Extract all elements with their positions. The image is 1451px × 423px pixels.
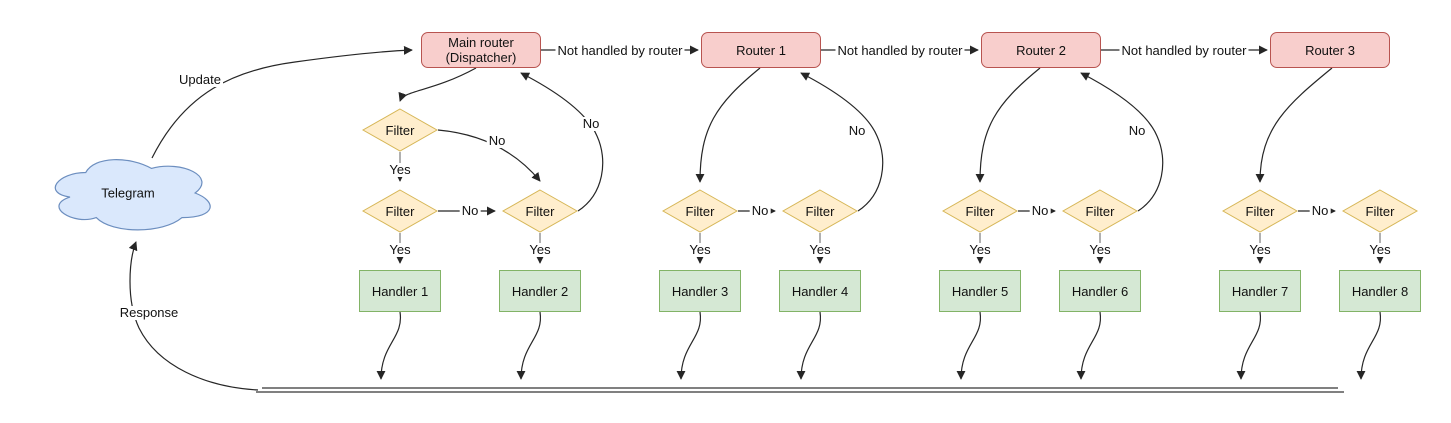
- handler-node-1: Handler 1: [359, 270, 441, 312]
- handler-node-5: Handler 5: [939, 270, 1021, 312]
- handler-node-4: Handler 4: [779, 270, 861, 312]
- edge-router2-to-filter: [975, 67, 1041, 183]
- filter-label: Filter: [385, 122, 415, 138]
- edge-label-no-pair-main: No: [459, 203, 481, 218]
- edge-handler4-bus: [796, 311, 822, 380]
- handler-node-6: Handler 6: [1059, 270, 1141, 312]
- edge-label-yes-col-2: Yes: [527, 242, 553, 257]
- diamond-icon: [782, 189, 858, 233]
- edge-handler8-bus: [1356, 311, 1382, 380]
- edge-label-not-handled-2: Not handled by router: [835, 43, 965, 58]
- filter-label: Filter: [1085, 203, 1115, 219]
- edge-handler2-bus: [516, 311, 542, 380]
- router2-node: Router 2: [981, 32, 1101, 68]
- edge-router3-to-filter: [1255, 67, 1333, 183]
- filter-node-col-1: Filter: [362, 189, 438, 233]
- edge-label-yes-col-6: Yes: [1087, 242, 1113, 257]
- handler-node-3: Handler 3: [659, 270, 741, 312]
- edge-handler1-bus: [376, 311, 402, 380]
- edge-no-return-r1: [800, 72, 884, 212]
- diamond-icon: [502, 189, 578, 233]
- edge-label-not-handled-3: Not handled by router: [1119, 43, 1249, 58]
- edge-label-yes-col-3: Yes: [687, 242, 713, 257]
- edge-label-no-return-main: No: [580, 116, 602, 131]
- diamond-icon: [1222, 189, 1298, 233]
- router3-node: Router 3: [1270, 32, 1390, 68]
- edge-label-no-pair-r3: No: [1309, 203, 1331, 218]
- filter-node-col-6: Filter: [1062, 189, 1138, 233]
- filter-label: Filter: [1365, 203, 1395, 219]
- edge-no-return-r2: [1080, 72, 1164, 212]
- router1-node: Router 1: [701, 32, 821, 68]
- edge-label-yes-topfilter: Yes: [387, 162, 413, 177]
- edge-handler6-bus: [1076, 311, 1102, 380]
- edge-label-yes-col-8: Yes: [1367, 242, 1393, 257]
- diamond-icon: [662, 189, 738, 233]
- edge-dispatcher-to-filter: [398, 67, 477, 102]
- edge-handler3-bus: [676, 311, 702, 380]
- filter-label: Filter: [385, 203, 415, 219]
- diamond-icon: [362, 189, 438, 233]
- handler-node-2: Handler 2: [499, 270, 581, 312]
- edge-label-no-pair-r2: No: [1029, 203, 1051, 218]
- diamond-icon: [1342, 189, 1418, 233]
- edge-label-no-pair-r1: No: [749, 203, 771, 218]
- filter-label: Filter: [965, 203, 995, 219]
- filter-label: Filter: [805, 203, 835, 219]
- edge-label-no-topfilter: No: [486, 133, 508, 148]
- filter-node-col-2: Filter: [502, 189, 578, 233]
- filter-label: Filter: [1245, 203, 1275, 219]
- edge-label-yes-col-4: Yes: [807, 242, 833, 257]
- edge-no-return-main: [520, 72, 604, 212]
- filter-label: Filter: [685, 203, 715, 219]
- handler-node-8: Handler 8: [1339, 270, 1421, 312]
- edge-router1-to-filter: [695, 67, 761, 183]
- telegram-cloud-shape: [54, 159, 211, 231]
- filter-node-col-4: Filter: [782, 189, 858, 233]
- filter-node-dispatcher-top: Filter: [362, 108, 438, 152]
- edge-label-yes-col-7: Yes: [1247, 242, 1273, 257]
- diamond-icon: [362, 108, 438, 152]
- edge-handler5-bus: [956, 311, 982, 380]
- edge-label-no-return-r1: No: [846, 123, 868, 138]
- edge-update: [151, 45, 413, 159]
- edge-label-response: Response: [117, 305, 181, 320]
- edge-label-update: Update: [177, 72, 223, 87]
- edge-response: [128, 241, 259, 391]
- telegram-cloud-label: Telegram: [101, 185, 155, 201]
- filter-node-col-8: Filter: [1342, 189, 1418, 233]
- filter-node-col-7: Filter: [1222, 189, 1298, 233]
- edge-handler7-bus: [1236, 311, 1262, 380]
- handler-node-7: Handler 7: [1219, 270, 1301, 312]
- edge-label-yes-col-1: Yes: [387, 242, 413, 257]
- edge-label-no-return-r2: No: [1126, 123, 1148, 138]
- filter-label: Filter: [525, 203, 555, 219]
- dispatcher-node: Main router (Dispatcher): [421, 32, 541, 68]
- filter-node-col-5: Filter: [942, 189, 1018, 233]
- edge-label-not-handled-1: Not handled by router: [555, 43, 685, 58]
- edge-label-yes-col-5: Yes: [967, 242, 993, 257]
- filter-node-col-3: Filter: [662, 189, 738, 233]
- diamond-icon: [942, 189, 1018, 233]
- diamond-icon: [1062, 189, 1138, 233]
